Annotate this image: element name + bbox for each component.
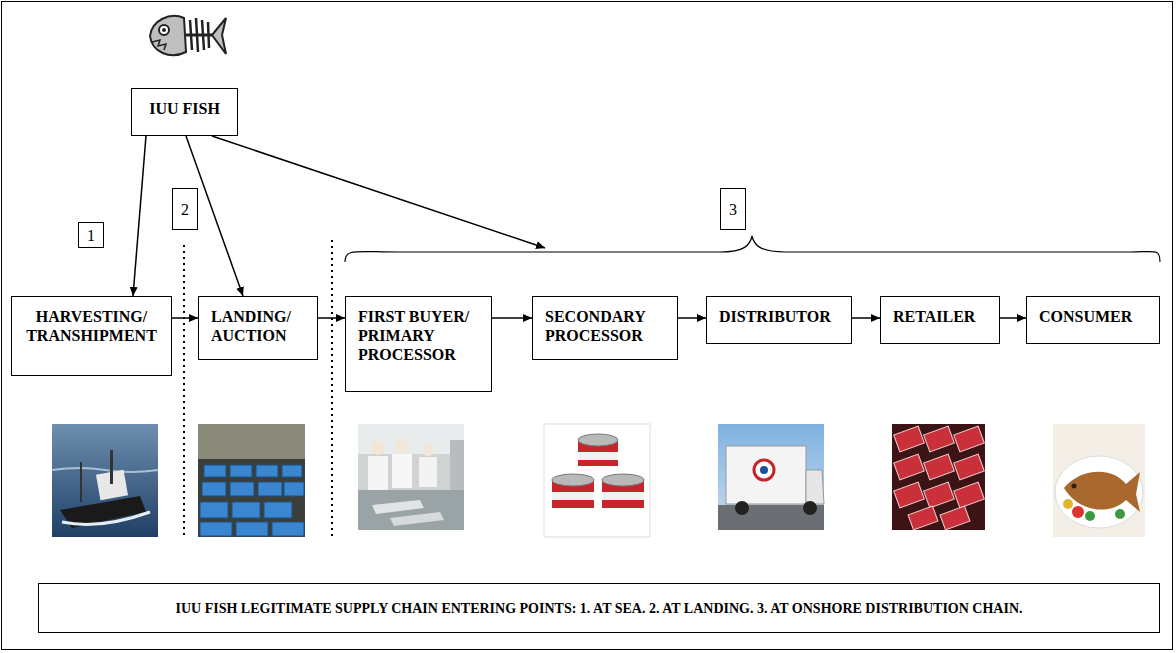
box-text: SECONDARY PROCESSOR (545, 307, 671, 345)
separator-line (331, 240, 333, 537)
stage-box: SECONDARY PROCESSOR (532, 296, 678, 360)
vessel-photo (52, 424, 158, 537)
bracket-arrow (212, 136, 545, 248)
retail-display-photo (892, 424, 985, 530)
fish-skeleton-icon (150, 16, 226, 55)
separator-line (183, 245, 185, 537)
stage-box: LANDING/ AUCTION (198, 296, 318, 360)
flow-arrow (318, 317, 345, 319)
flow-arrow (1000, 317, 1026, 319)
callout-number: 1 (78, 222, 104, 248)
flow-arrow (492, 317, 532, 319)
auction-crates-photo (198, 424, 305, 537)
source-box: IUU FISH (131, 88, 238, 136)
callout-number-text: 3 (729, 200, 737, 219)
box-text: DISTRIBUTOR (719, 307, 845, 326)
caption-box: IUU FISH LEGITIMATE SUPPLY CHAIN ENTERIN… (38, 583, 1160, 633)
fish-dish-photo (1053, 424, 1145, 537)
box-text: LANDING/ AUCTION (211, 307, 311, 345)
flow-arrow (133, 136, 146, 296)
box-text: CONSUMER (1039, 307, 1153, 326)
stage-box: CONSUMER (1026, 296, 1160, 344)
callout-number-text: 2 (181, 200, 189, 219)
box-text: IUU FISH LEGITIMATE SUPPLY CHAIN ENTERIN… (175, 599, 1022, 618)
stage-box: HARVESTING/ TRANSHIPMENT (11, 296, 172, 376)
stage-box: FIRST BUYER/ PRIMARY PROCESSOR (345, 296, 492, 392)
flow-arrow (852, 317, 880, 319)
stage-box: DISTRIBUTOR (706, 296, 852, 344)
box-text: IUU FISH (138, 99, 231, 118)
callout-number: 2 (172, 188, 198, 230)
brace (345, 236, 1160, 262)
flow-arrow (678, 317, 706, 319)
callout-number-text: 1 (87, 226, 95, 245)
box-text: FIRST BUYER/ PRIMARY PROCESSOR (358, 307, 485, 364)
box-text: HARVESTING/ TRANSHIPMENT (18, 307, 165, 345)
processing-plant-photo (358, 424, 464, 530)
callout-number: 3 (720, 188, 746, 230)
box-text: RETAILER (893, 307, 993, 326)
canned-tuna-photo (544, 424, 650, 537)
flow-arrow (172, 317, 198, 319)
stage-box: RETAILER (880, 296, 1000, 344)
delivery-truck-photo (718, 424, 824, 530)
